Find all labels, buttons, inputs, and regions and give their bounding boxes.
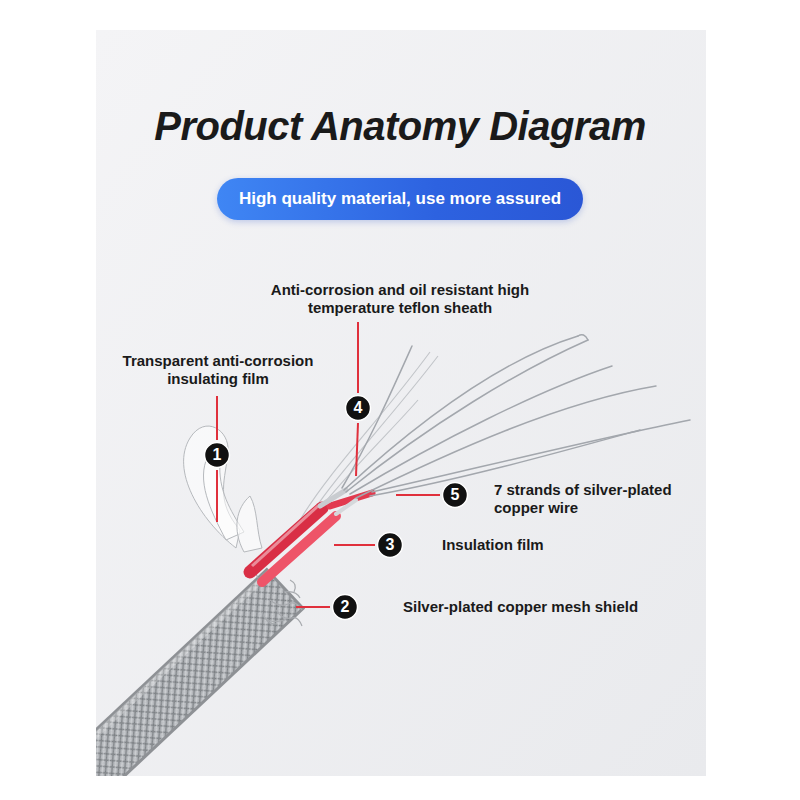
sheath-highlight bbox=[252, 506, 318, 566]
teflon-sheath bbox=[262, 516, 336, 582]
callout-circle: 2 bbox=[331, 593, 359, 621]
copper-strands bbox=[342, 335, 690, 498]
part-name: Insulation film bbox=[442, 536, 544, 554]
callout-number: 1 bbox=[203, 441, 231, 469]
callout-circle: 5 bbox=[441, 481, 469, 509]
part-name: 7 strands of silver-plated copper wire bbox=[494, 481, 708, 517]
callout-circle: 1 bbox=[203, 441, 231, 469]
page-title: Product Anatomy Diagram bbox=[154, 104, 646, 149]
leader-line bbox=[357, 322, 359, 393]
leader-line bbox=[396, 494, 440, 496]
part-name: Transparent anti-corrosion insulating fi… bbox=[100, 352, 336, 388]
leader-line bbox=[296, 606, 330, 608]
transparent-film bbox=[184, 426, 262, 552]
callout-number: 5 bbox=[441, 481, 469, 509]
cable-highlight bbox=[96, 570, 272, 776]
tagline-text: High quality material, use more assured bbox=[239, 189, 561, 209]
tagline-banner: High quality material, use more assured bbox=[217, 178, 583, 220]
mesh-shield bbox=[96, 590, 284, 776]
part-name: Silver-plated copper mesh shield bbox=[403, 598, 638, 616]
part-name: Anti-corrosion and oil resistant high te… bbox=[262, 281, 538, 317]
cable-edge bbox=[96, 588, 286, 776]
callout-circle: 4 bbox=[344, 394, 372, 422]
callout-number: 4 bbox=[344, 394, 372, 422]
leader-line bbox=[356, 423, 358, 476]
callout-number: 3 bbox=[376, 531, 404, 559]
insulation-film bbox=[336, 500, 356, 514]
leader-line bbox=[334, 544, 375, 546]
cable bbox=[96, 335, 690, 776]
insulation-film bbox=[320, 490, 346, 506]
callout-circle: 3 bbox=[376, 531, 404, 559]
leader-line bbox=[216, 396, 218, 440]
callout-number: 2 bbox=[331, 593, 359, 621]
leader-line bbox=[216, 470, 218, 522]
